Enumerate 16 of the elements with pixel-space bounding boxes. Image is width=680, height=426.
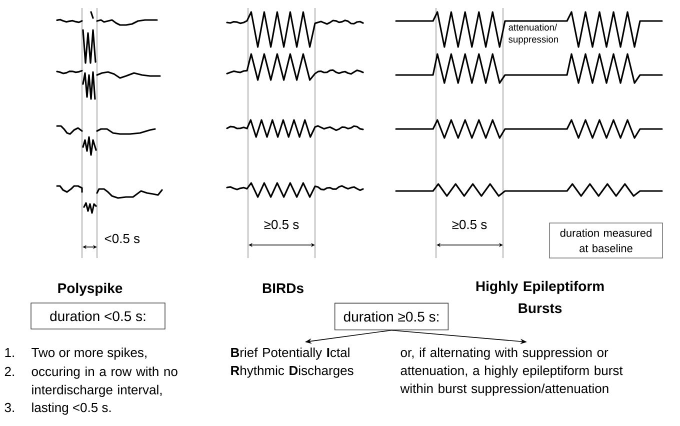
definition-text: Brief Potentially Ictal Rhythmic Discharges [231,348,354,378]
list-number: 1. [5,348,14,357]
list-number: 3. [4,402,14,412]
criteria-box: duration ≥0.5 s: [334,302,449,330]
list-number: 2. [4,366,14,376]
annotation-text: attenuation/ suppression [508,24,558,44]
criteria-box: duration <0.5 s: [30,302,166,330]
heading: Highly Epileptiform Bursts [476,280,604,314]
list-item: Two or more spikes, [32,348,146,360]
note-box: duration measured at baseline [549,222,663,258]
heading: BIRDs [262,283,304,294]
list-item: lasting <0.5 s. [32,402,111,415]
duration-label: <0.5 s [104,234,140,244]
duration-label: ≥0.5 s [264,220,299,230]
definition-text: or, if alternating with suppression or attenuation, a highly epileptiform burst within burst suppression/attenuation [400,348,623,396]
duration-label: ≥0.5 s [452,220,487,230]
